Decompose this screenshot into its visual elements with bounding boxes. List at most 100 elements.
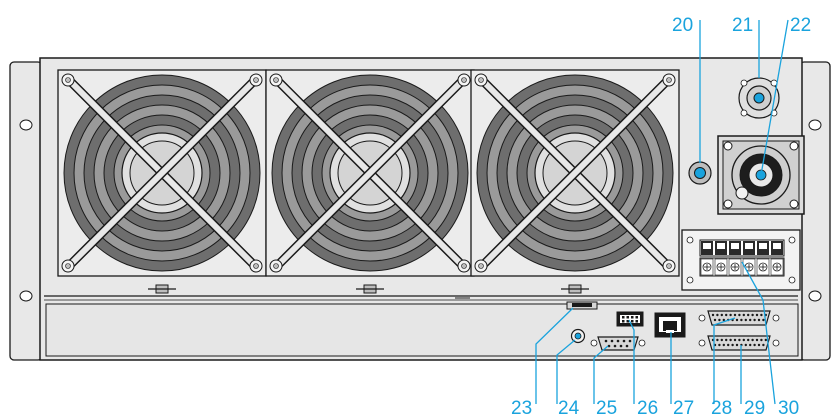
connector-pin bbox=[626, 316, 629, 319]
connector-pin bbox=[716, 313, 719, 317]
terminal-cell bbox=[700, 241, 714, 276]
connector-pin bbox=[764, 338, 767, 342]
connector-pin bbox=[735, 343, 739, 347]
connector-pin bbox=[749, 318, 752, 322]
connector-pin bbox=[757, 318, 761, 322]
connector-pin bbox=[619, 344, 623, 348]
connector-pin bbox=[720, 338, 723, 342]
terminal-cell bbox=[770, 241, 784, 276]
terminal-cell bbox=[742, 241, 756, 276]
callouts: 20 21 22 23 24 25 26 27 28 29 30 bbox=[511, 15, 811, 418]
connector-pin bbox=[760, 313, 763, 317]
fan-clip bbox=[561, 284, 589, 294]
connector-pin bbox=[744, 343, 747, 347]
ground-terminal bbox=[688, 161, 712, 185]
callout-29: 29 bbox=[744, 398, 765, 418]
connector-pin bbox=[755, 338, 759, 342]
connector-pin bbox=[738, 313, 741, 317]
connector-pin bbox=[713, 318, 717, 322]
fan-group bbox=[57, 69, 680, 294]
connector-pin bbox=[604, 339, 608, 343]
connector-pin bbox=[622, 320, 625, 323]
fan-clip bbox=[356, 284, 384, 294]
connector-pin bbox=[751, 313, 754, 317]
mount-hole bbox=[808, 119, 822, 131]
db25-connector-top bbox=[698, 310, 780, 326]
callout-22: 22 bbox=[790, 15, 811, 36]
connector-pin bbox=[729, 313, 732, 317]
terminal-block bbox=[681, 229, 801, 291]
connector-pin bbox=[762, 343, 765, 347]
connector-pin bbox=[762, 318, 765, 322]
connector-pin bbox=[716, 338, 719, 342]
connector-pin bbox=[722, 343, 725, 347]
connector-pin bbox=[755, 313, 759, 317]
terminal-cell bbox=[728, 241, 742, 276]
connector-pin bbox=[738, 338, 741, 342]
connector-pin bbox=[731, 343, 734, 347]
cooling-fan bbox=[57, 69, 267, 294]
connector-pin bbox=[727, 343, 730, 347]
connector-pin bbox=[749, 343, 752, 347]
callout-21: 21 bbox=[732, 15, 753, 36]
connector-pin bbox=[735, 318, 739, 322]
cooling-fan bbox=[265, 69, 475, 294]
terminal-cell bbox=[714, 241, 728, 276]
connector-pin bbox=[607, 344, 611, 348]
connector-pin bbox=[711, 313, 715, 317]
callout-24: 24 bbox=[558, 398, 580, 418]
connector-pin bbox=[631, 316, 634, 319]
connector-pin bbox=[720, 313, 723, 317]
connector-pin bbox=[635, 320, 638, 323]
connector-pin bbox=[729, 338, 732, 342]
callout-30: 30 bbox=[778, 398, 799, 418]
mount-hole bbox=[808, 290, 822, 302]
connector-pin bbox=[622, 339, 626, 343]
connector-pin bbox=[625, 344, 629, 348]
rj45-port bbox=[654, 312, 686, 338]
connector-pin bbox=[753, 318, 756, 322]
connector-pin bbox=[742, 338, 745, 342]
connector-pin bbox=[747, 313, 750, 317]
connector-pin bbox=[626, 320, 629, 323]
round-connector-small bbox=[738, 77, 780, 119]
connector-pin bbox=[722, 318, 725, 322]
connector-pin bbox=[733, 338, 737, 342]
connector-pin bbox=[751, 338, 754, 342]
db25-connector-bottom bbox=[698, 335, 780, 351]
connector-pin bbox=[631, 320, 634, 323]
connector-pin bbox=[744, 318, 747, 322]
connector-pin bbox=[740, 318, 743, 322]
mount-hole bbox=[19, 290, 33, 302]
connector-pin bbox=[753, 343, 756, 347]
connector-pin bbox=[635, 316, 638, 319]
connector-pin bbox=[613, 344, 617, 348]
callout-23: 23 bbox=[511, 398, 532, 418]
connector-pin bbox=[725, 313, 728, 317]
cooling-fan bbox=[470, 69, 680, 294]
callout-28: 28 bbox=[711, 398, 732, 418]
connector-pin bbox=[718, 343, 721, 347]
rack-ear-left bbox=[9, 61, 43, 361]
connector-pin bbox=[742, 313, 745, 317]
connector-pin bbox=[616, 339, 620, 343]
connector-pin bbox=[747, 338, 750, 342]
callout-20: 20 bbox=[672, 15, 693, 36]
mount-hole bbox=[19, 119, 33, 131]
connector-pin bbox=[757, 343, 761, 347]
terminal-cell bbox=[756, 241, 770, 276]
connector-pin bbox=[733, 313, 737, 317]
fan-clip bbox=[148, 284, 176, 294]
callout-26: 26 bbox=[637, 398, 658, 418]
header-connector bbox=[616, 311, 644, 327]
callout-25: 25 bbox=[596, 398, 617, 418]
connector-pin bbox=[628, 339, 632, 343]
connector-pin bbox=[622, 316, 625, 319]
leader-lines bbox=[535, 19, 789, 405]
connector-pin bbox=[760, 338, 763, 342]
status-indicator bbox=[455, 297, 598, 310]
connector-pin bbox=[725, 338, 728, 342]
connector-pin bbox=[718, 318, 721, 322]
callout-27: 27 bbox=[673, 398, 694, 418]
